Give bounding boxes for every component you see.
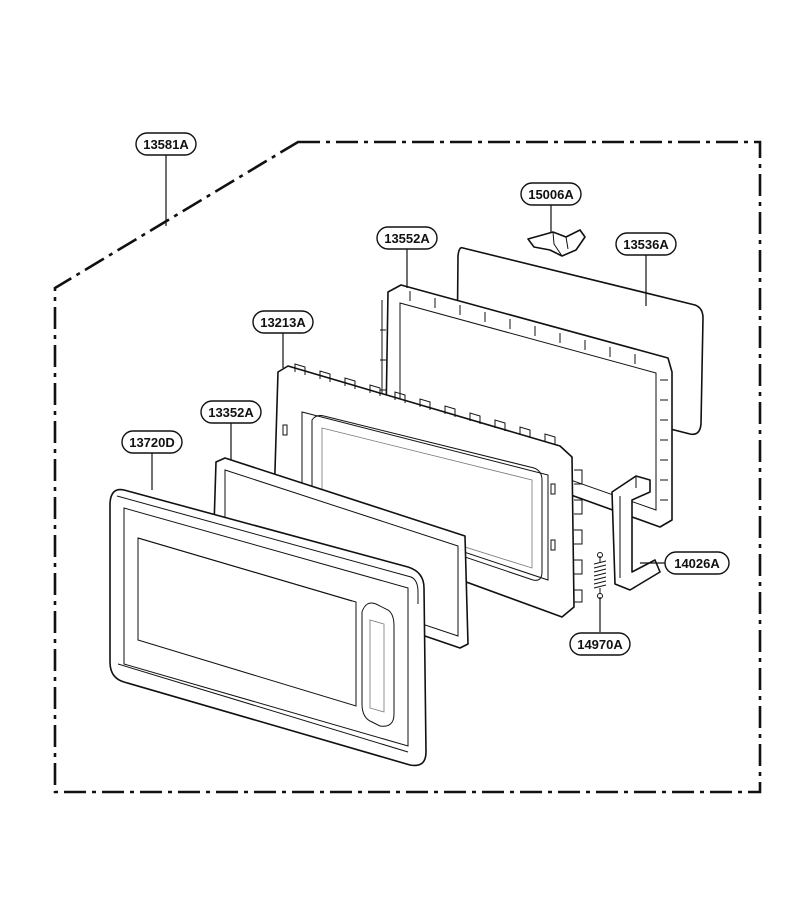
door-frame-part xyxy=(380,284,673,528)
callout-label: 13352A xyxy=(208,405,254,420)
callout-14970A: 14970A xyxy=(569,632,631,656)
latch-lever-part xyxy=(611,475,661,591)
callout-13352A: 13352A xyxy=(200,400,262,424)
door-panel-part xyxy=(273,363,583,618)
callout-label: 13720D xyxy=(129,435,175,450)
callout-label: 13552A xyxy=(384,231,430,246)
door-trim-part xyxy=(109,488,427,767)
callout-label: 13536A xyxy=(623,237,669,252)
leader-lines xyxy=(151,154,665,632)
callout-13720D: 13720D xyxy=(121,430,183,454)
callout-15006A: 15006A xyxy=(520,182,582,206)
callout-label: 13213A xyxy=(260,315,306,330)
callout-13552A: 13552A xyxy=(376,226,438,250)
callout-13536A: 13536A xyxy=(615,232,677,256)
latch-spring-part xyxy=(593,552,607,599)
callout-14026A: 14026A xyxy=(664,551,730,575)
callout-13581A: 13581A xyxy=(135,132,197,156)
callout-13213A: 13213A xyxy=(252,310,314,334)
latch-clip-part xyxy=(527,229,586,257)
callout-label: 14026A xyxy=(674,556,720,571)
callout-label: 14970A xyxy=(577,637,623,652)
assembly-boundary xyxy=(53,140,762,794)
callout-label: 13581A xyxy=(143,137,189,152)
callout-label: 15006A xyxy=(528,187,574,202)
